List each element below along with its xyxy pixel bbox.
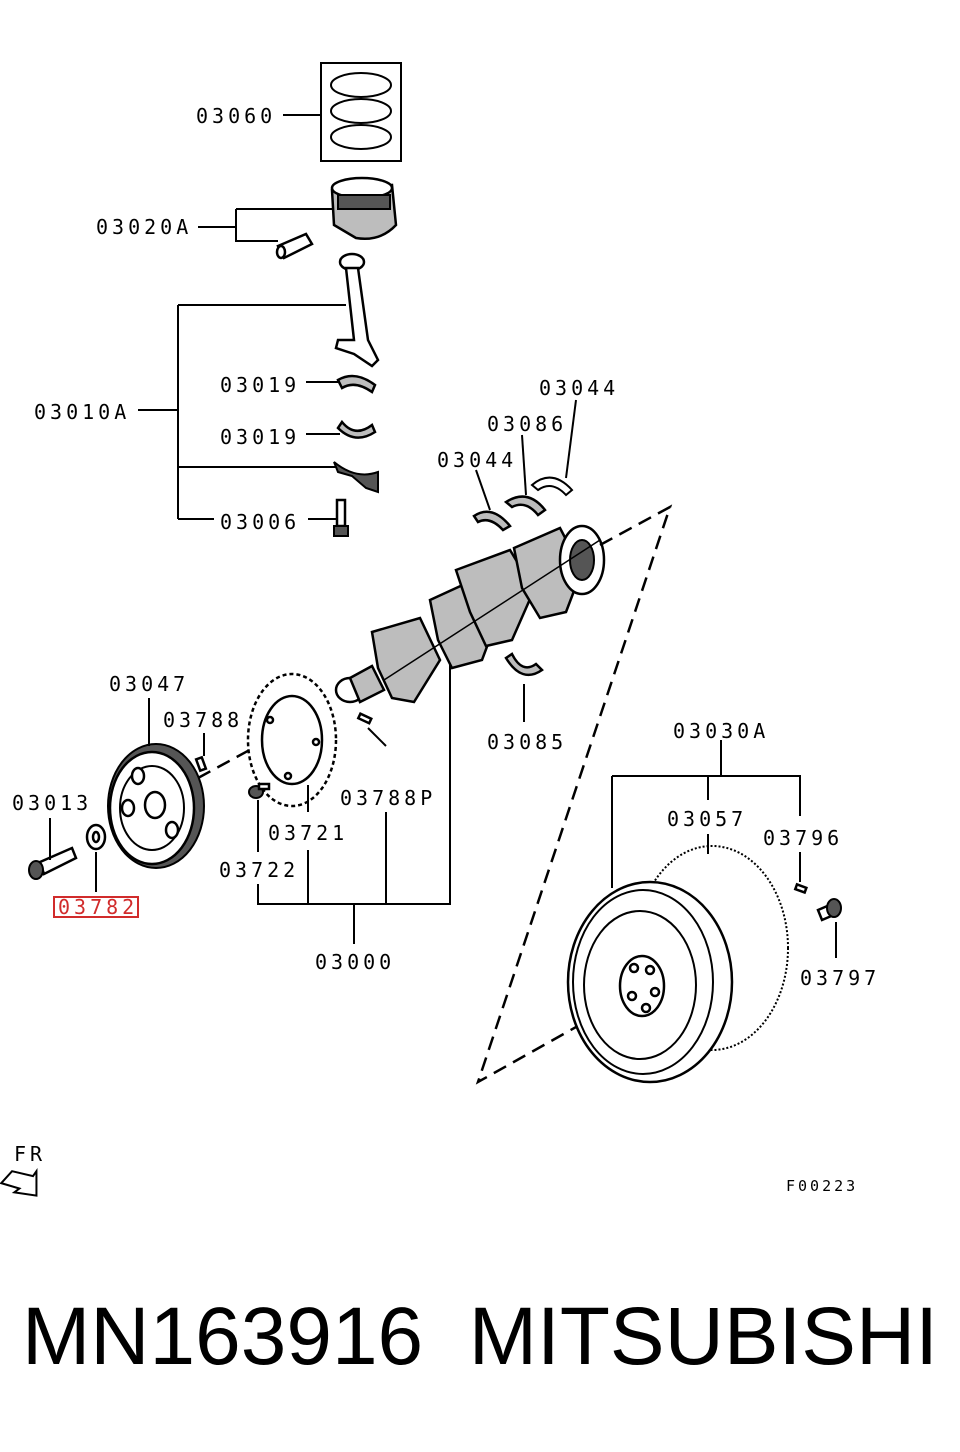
label-piston-rings: 03060 xyxy=(196,104,276,128)
product-caption: MN163916 MITSUBISHI xyxy=(0,1290,960,1400)
label-pin-front: 03788 xyxy=(163,708,243,732)
fr-direction-label: FR xyxy=(14,1142,46,1166)
label-thrust-bearing-left: 03044 xyxy=(437,448,517,472)
thrust-bearing-right-part xyxy=(530,476,574,497)
label-flywheel-assy: 03030A xyxy=(673,719,769,743)
pin-front-part xyxy=(194,755,208,773)
rod-bearing-lower-part xyxy=(336,419,377,439)
label-crankshaft-assy: 03000 xyxy=(315,950,395,974)
crankshaft-part xyxy=(334,524,606,704)
piston-part xyxy=(330,176,398,240)
label-connecting-rod-set: 03010A xyxy=(34,400,130,424)
rod-bearing-upper-part xyxy=(336,374,377,394)
label-piston-set: 03020A xyxy=(96,215,192,239)
flywheel-part xyxy=(566,880,734,1084)
pulley-bolt-part xyxy=(28,846,78,880)
piston-rings-part xyxy=(320,62,402,162)
plate-screw-part xyxy=(248,782,271,799)
piston-pin-part xyxy=(275,232,314,260)
label-sensor-plate: 03721 xyxy=(268,821,348,845)
label-thrust-bearing-right: 03044 xyxy=(539,376,619,400)
washer-part xyxy=(85,823,107,851)
label-rod-bearing-upper: 03019 xyxy=(220,373,300,397)
diagram-code: F00223 xyxy=(786,1177,858,1195)
flywheel-pin-part xyxy=(793,882,808,895)
label-flywheel-bolt: 03797 xyxy=(800,966,880,990)
label-main-bearing-lower: 03085 xyxy=(487,730,567,754)
connecting-rod-part xyxy=(334,252,380,368)
rod-bolt-part xyxy=(333,498,349,537)
label-flywheel-pin: 03796 xyxy=(763,826,843,850)
label-plate-screw: 03722 xyxy=(219,858,299,882)
label-main-bearing-upper: 03086 xyxy=(487,412,567,436)
main-bearing-upper-part xyxy=(503,495,547,517)
label-washer: 03782 xyxy=(58,895,138,919)
label-pulley-bolt: 03013 xyxy=(12,791,92,815)
thrust-bearing-left-part xyxy=(472,510,512,532)
main-bearing-lower-part xyxy=(504,652,544,677)
label-damper-pulley: 03047 xyxy=(109,672,189,696)
damper-pulley-part xyxy=(107,743,205,869)
sensor-plate-part xyxy=(246,672,338,808)
flywheel-bolt-part xyxy=(816,898,842,922)
label-pin-rear: 03788P xyxy=(340,786,436,810)
brand-name: MITSUBISHI xyxy=(468,1291,938,1382)
highlight-box xyxy=(53,896,139,918)
rod-cap-part xyxy=(333,461,379,494)
pin-rear-part xyxy=(356,711,373,725)
label-rod-bolt: 03006 xyxy=(220,510,300,534)
arrow-fr-icon xyxy=(0,1168,38,1197)
label-rod-bearing-lower: 03019 xyxy=(220,425,300,449)
part-number: MN163916 xyxy=(22,1291,424,1382)
label-ring-gear: 03057 xyxy=(667,807,747,831)
